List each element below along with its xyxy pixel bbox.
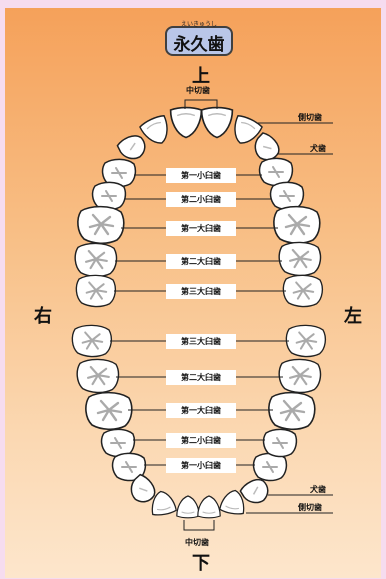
upper-molar-label: 第一小臼歯 (166, 168, 236, 183)
upper-central-incisor-label: 中切歯 (186, 86, 210, 95)
upper-right-third-molar[interactable] (75, 274, 117, 308)
lower-right-second-molar[interactable] (76, 358, 120, 394)
upper-left-central-incisor[interactable] (169, 106, 203, 139)
lower-right-central-incisor[interactable] (176, 495, 200, 519)
direction-left: 左 (344, 306, 362, 327)
leader-lines (110, 99, 333, 531)
lower-molar-label: 第二小臼歯 (166, 433, 236, 448)
lower-right-first-molar[interactable] (84, 391, 133, 431)
upper-molar-label: 第三大臼歯 (166, 284, 236, 299)
upper-molar-label: 第二小臼歯 (166, 192, 236, 207)
upper-molar-label: 第一大臼歯 (166, 221, 236, 236)
upper-left-first-molar[interactable] (272, 205, 321, 245)
direction-up: 上 (192, 66, 210, 87)
lower-left-first-molar[interactable] (267, 391, 316, 431)
lower-lateral-incisor-label: 側切歯 (298, 503, 322, 512)
upper-left-second-molar[interactable] (278, 241, 322, 277)
upper-canine-label: 犬歯 (310, 144, 326, 153)
upper-left-second-premolar[interactable] (269, 181, 305, 211)
direction-down: 下 (192, 553, 210, 574)
lower-molar-label: 第三大臼歯 (166, 334, 236, 349)
title-box (165, 26, 233, 56)
upper-right-second-molar[interactable] (74, 242, 118, 278)
lower-left-second-premolar[interactable] (262, 428, 298, 458)
lower-left-central-incisor[interactable] (197, 495, 221, 519)
lower-canine-label: 犬歯 (310, 485, 326, 494)
lower-molar-label: 第二大臼歯 (166, 370, 236, 385)
lower-left-second-molar[interactable] (278, 358, 322, 394)
lower-jaw (71, 324, 327, 519)
lower-right-second-premolar[interactable] (100, 428, 136, 458)
lower-molar-label: 第一小臼歯 (166, 458, 236, 473)
title-ruby: えいきゅうし (180, 21, 217, 28)
upper-right-second-premolar[interactable] (91, 181, 127, 211)
upper-lateral-incisor-label: 側切歯 (298, 113, 322, 122)
direction-right: 右 (34, 306, 52, 327)
upper-jaw (74, 106, 324, 308)
upper-right-central-incisor[interactable] (200, 106, 234, 139)
lower-molar-label: 第一大臼歯 (166, 403, 236, 418)
upper-left-first-premolar[interactable] (258, 157, 294, 187)
lower-right-third-molar[interactable] (71, 324, 113, 358)
page-title: 永久歯 (173, 35, 225, 55)
lower-left-first-premolar[interactable] (252, 452, 288, 482)
upper-right-first-molar[interactable] (76, 205, 125, 245)
upper-molar-label: 第二大臼歯 (166, 254, 236, 269)
upper-left-third-molar[interactable] (282, 274, 324, 308)
lower-central-incisor-label: 中切歯 (185, 538, 209, 547)
lower-left-third-molar[interactable] (285, 324, 327, 358)
